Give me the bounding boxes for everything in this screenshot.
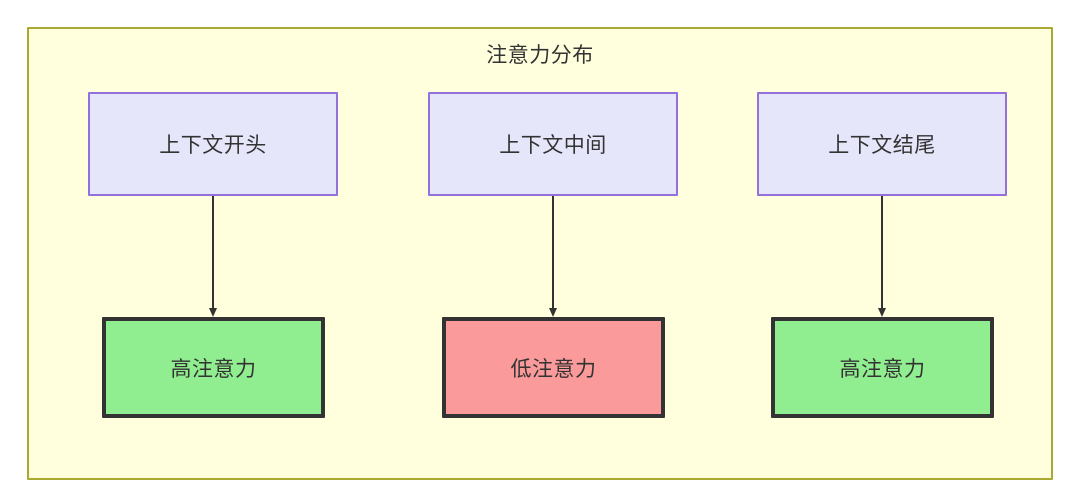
node-label: 高注意力: [839, 357, 926, 381]
node-label: 上下文开头: [159, 134, 267, 157]
node-label: 高注意力: [170, 357, 257, 381]
subgraph-title: 注意力分布: [486, 44, 594, 67]
node-context-end[interactable]: 上下文结尾: [757, 92, 1007, 196]
node-context-start[interactable]: 上下文开头: [88, 92, 338, 196]
node-label: 上下文中间: [499, 134, 607, 157]
node-label: 上下文结尾: [828, 134, 936, 157]
node-context-middle[interactable]: 上下文中间: [428, 92, 678, 196]
node-attention-low-middle[interactable]: 低注意力: [442, 317, 665, 418]
node-label: 低注意力: [510, 357, 597, 381]
node-attention-high-end[interactable]: 高注意力: [771, 317, 994, 418]
node-attention-high-start[interactable]: 高注意力: [102, 317, 325, 418]
